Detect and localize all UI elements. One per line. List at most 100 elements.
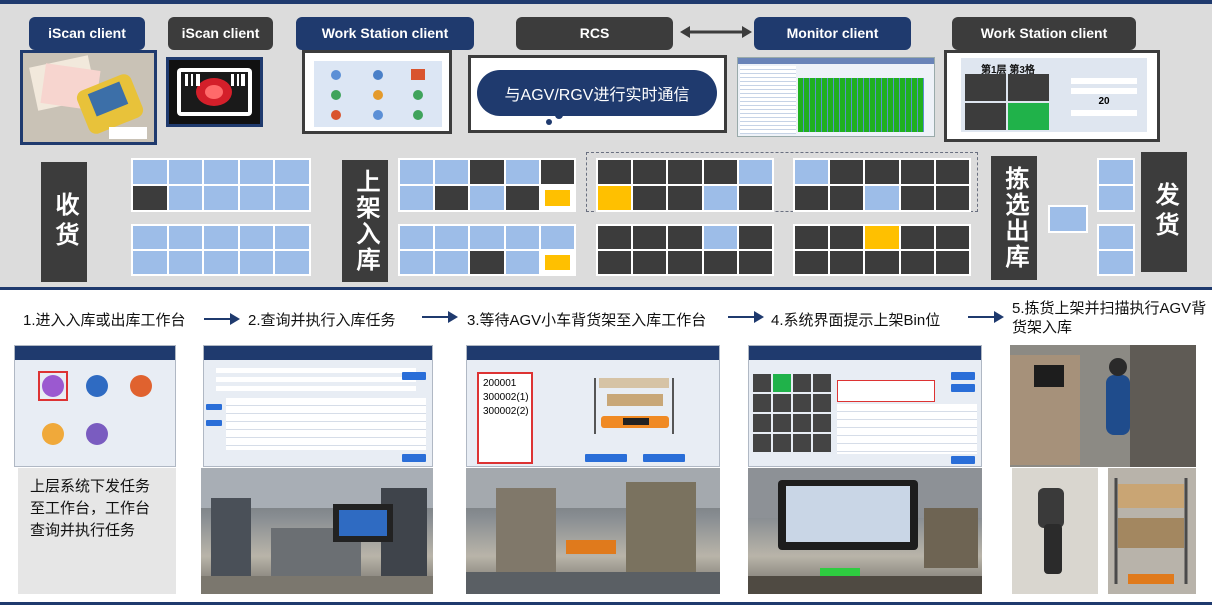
bin (773, 394, 791, 412)
execute-button (402, 454, 426, 462)
step-2-photo (201, 468, 433, 594)
step-arrow-icon (728, 311, 764, 323)
storage-shelf-1 (596, 158, 774, 212)
bin (598, 186, 632, 210)
zone-receive-label: 收货 (41, 162, 87, 282)
bin (865, 226, 899, 249)
bin (703, 186, 737, 210)
bin (1099, 226, 1133, 249)
monitor-screen (737, 57, 935, 137)
iscan-client-pill-2: iScan client (168, 17, 273, 50)
top-border (0, 0, 1212, 4)
bin (540, 226, 574, 249)
pill-label: iScan client (48, 25, 126, 41)
bin (435, 251, 469, 274)
bin (505, 251, 539, 274)
bin (703, 251, 737, 274)
bin (435, 186, 469, 210)
bin (540, 251, 574, 274)
window-titlebar (15, 346, 175, 360)
zone-ship-label: 发货 (1141, 152, 1187, 272)
bin (830, 186, 864, 210)
handheld-scanner-photo-icon (1012, 468, 1098, 594)
bin (598, 226, 632, 249)
bin (753, 434, 771, 452)
bin (633, 226, 667, 249)
zone-text: 发货 (1151, 182, 1178, 242)
iscan-client-pill-1: iScan client (29, 17, 145, 50)
bin (900, 160, 934, 184)
bin (133, 160, 167, 184)
bin (133, 226, 167, 249)
bin (865, 186, 899, 210)
pick-station-bin (1048, 205, 1088, 233)
bin (795, 226, 829, 249)
pill-label: Work Station client (321, 25, 449, 41)
step-5-photo-top (1010, 345, 1196, 467)
bin (1099, 186, 1133, 210)
monitor-list (740, 66, 796, 134)
putaway-shelf-1 (398, 158, 576, 212)
agv-bin-highlight (544, 190, 570, 206)
bin (900, 186, 934, 210)
bin (540, 160, 574, 184)
bin (400, 251, 434, 274)
bin (470, 251, 504, 274)
step-2-screenshot (203, 345, 433, 467)
monitor-client-pill: Monitor client (754, 17, 911, 50)
side-button (206, 420, 222, 426)
bin (965, 103, 1006, 130)
bin (540, 186, 574, 210)
bin (795, 160, 829, 184)
monitor-on-shelf-photo-icon (748, 468, 982, 594)
step-5-rack-photo (1108, 468, 1196, 594)
bin (668, 226, 702, 249)
bin (793, 414, 811, 432)
bin (633, 251, 667, 274)
workstation-screen-2: 第1层 第3格 20 (944, 50, 1160, 142)
step-3-photo (466, 468, 720, 594)
task-list-item: 200001 (483, 378, 517, 389)
bin (435, 160, 469, 184)
confirm-button (585, 454, 627, 462)
bin (773, 414, 791, 432)
bin (753, 414, 771, 432)
bin (239, 160, 274, 184)
zone-pick-label: 拣选出库 (991, 156, 1037, 280)
bin (773, 434, 791, 452)
rcs-panel: 与AGV/RGV进行实时通信 (468, 55, 727, 133)
bin (753, 394, 771, 412)
detail-table (837, 404, 977, 454)
ws2-field (1071, 110, 1137, 116)
window-titlebar (467, 346, 719, 360)
bin (668, 186, 702, 210)
bin (239, 186, 274, 210)
pill-label: Monitor client (786, 25, 879, 41)
bin (935, 226, 969, 249)
handheld-scanner-image (20, 50, 157, 145)
bin (900, 251, 934, 274)
bin (865, 251, 899, 274)
bin (1099, 160, 1133, 184)
bin (168, 226, 203, 249)
agv-dashed-zone (586, 152, 978, 212)
query-form (216, 368, 416, 394)
rcs-pill: RCS (516, 17, 673, 50)
bin (813, 414, 831, 432)
bin (900, 226, 934, 249)
bin (239, 226, 274, 249)
bin (275, 186, 309, 210)
ws2-quantity: 20 (1098, 96, 1110, 107)
bin (738, 160, 772, 184)
bin (703, 226, 737, 249)
bin-highlight (773, 374, 791, 392)
bin (275, 251, 309, 274)
step-arrow-icon (968, 311, 1004, 323)
side-button (206, 404, 222, 410)
agv-bin-highlight (544, 255, 570, 270)
bin (133, 186, 167, 210)
step-3-screenshot: 200001 300002(1) 300002(2) (466, 345, 720, 467)
bin (275, 226, 309, 249)
rack-photo-icon (1108, 468, 1196, 594)
bin (400, 186, 434, 210)
